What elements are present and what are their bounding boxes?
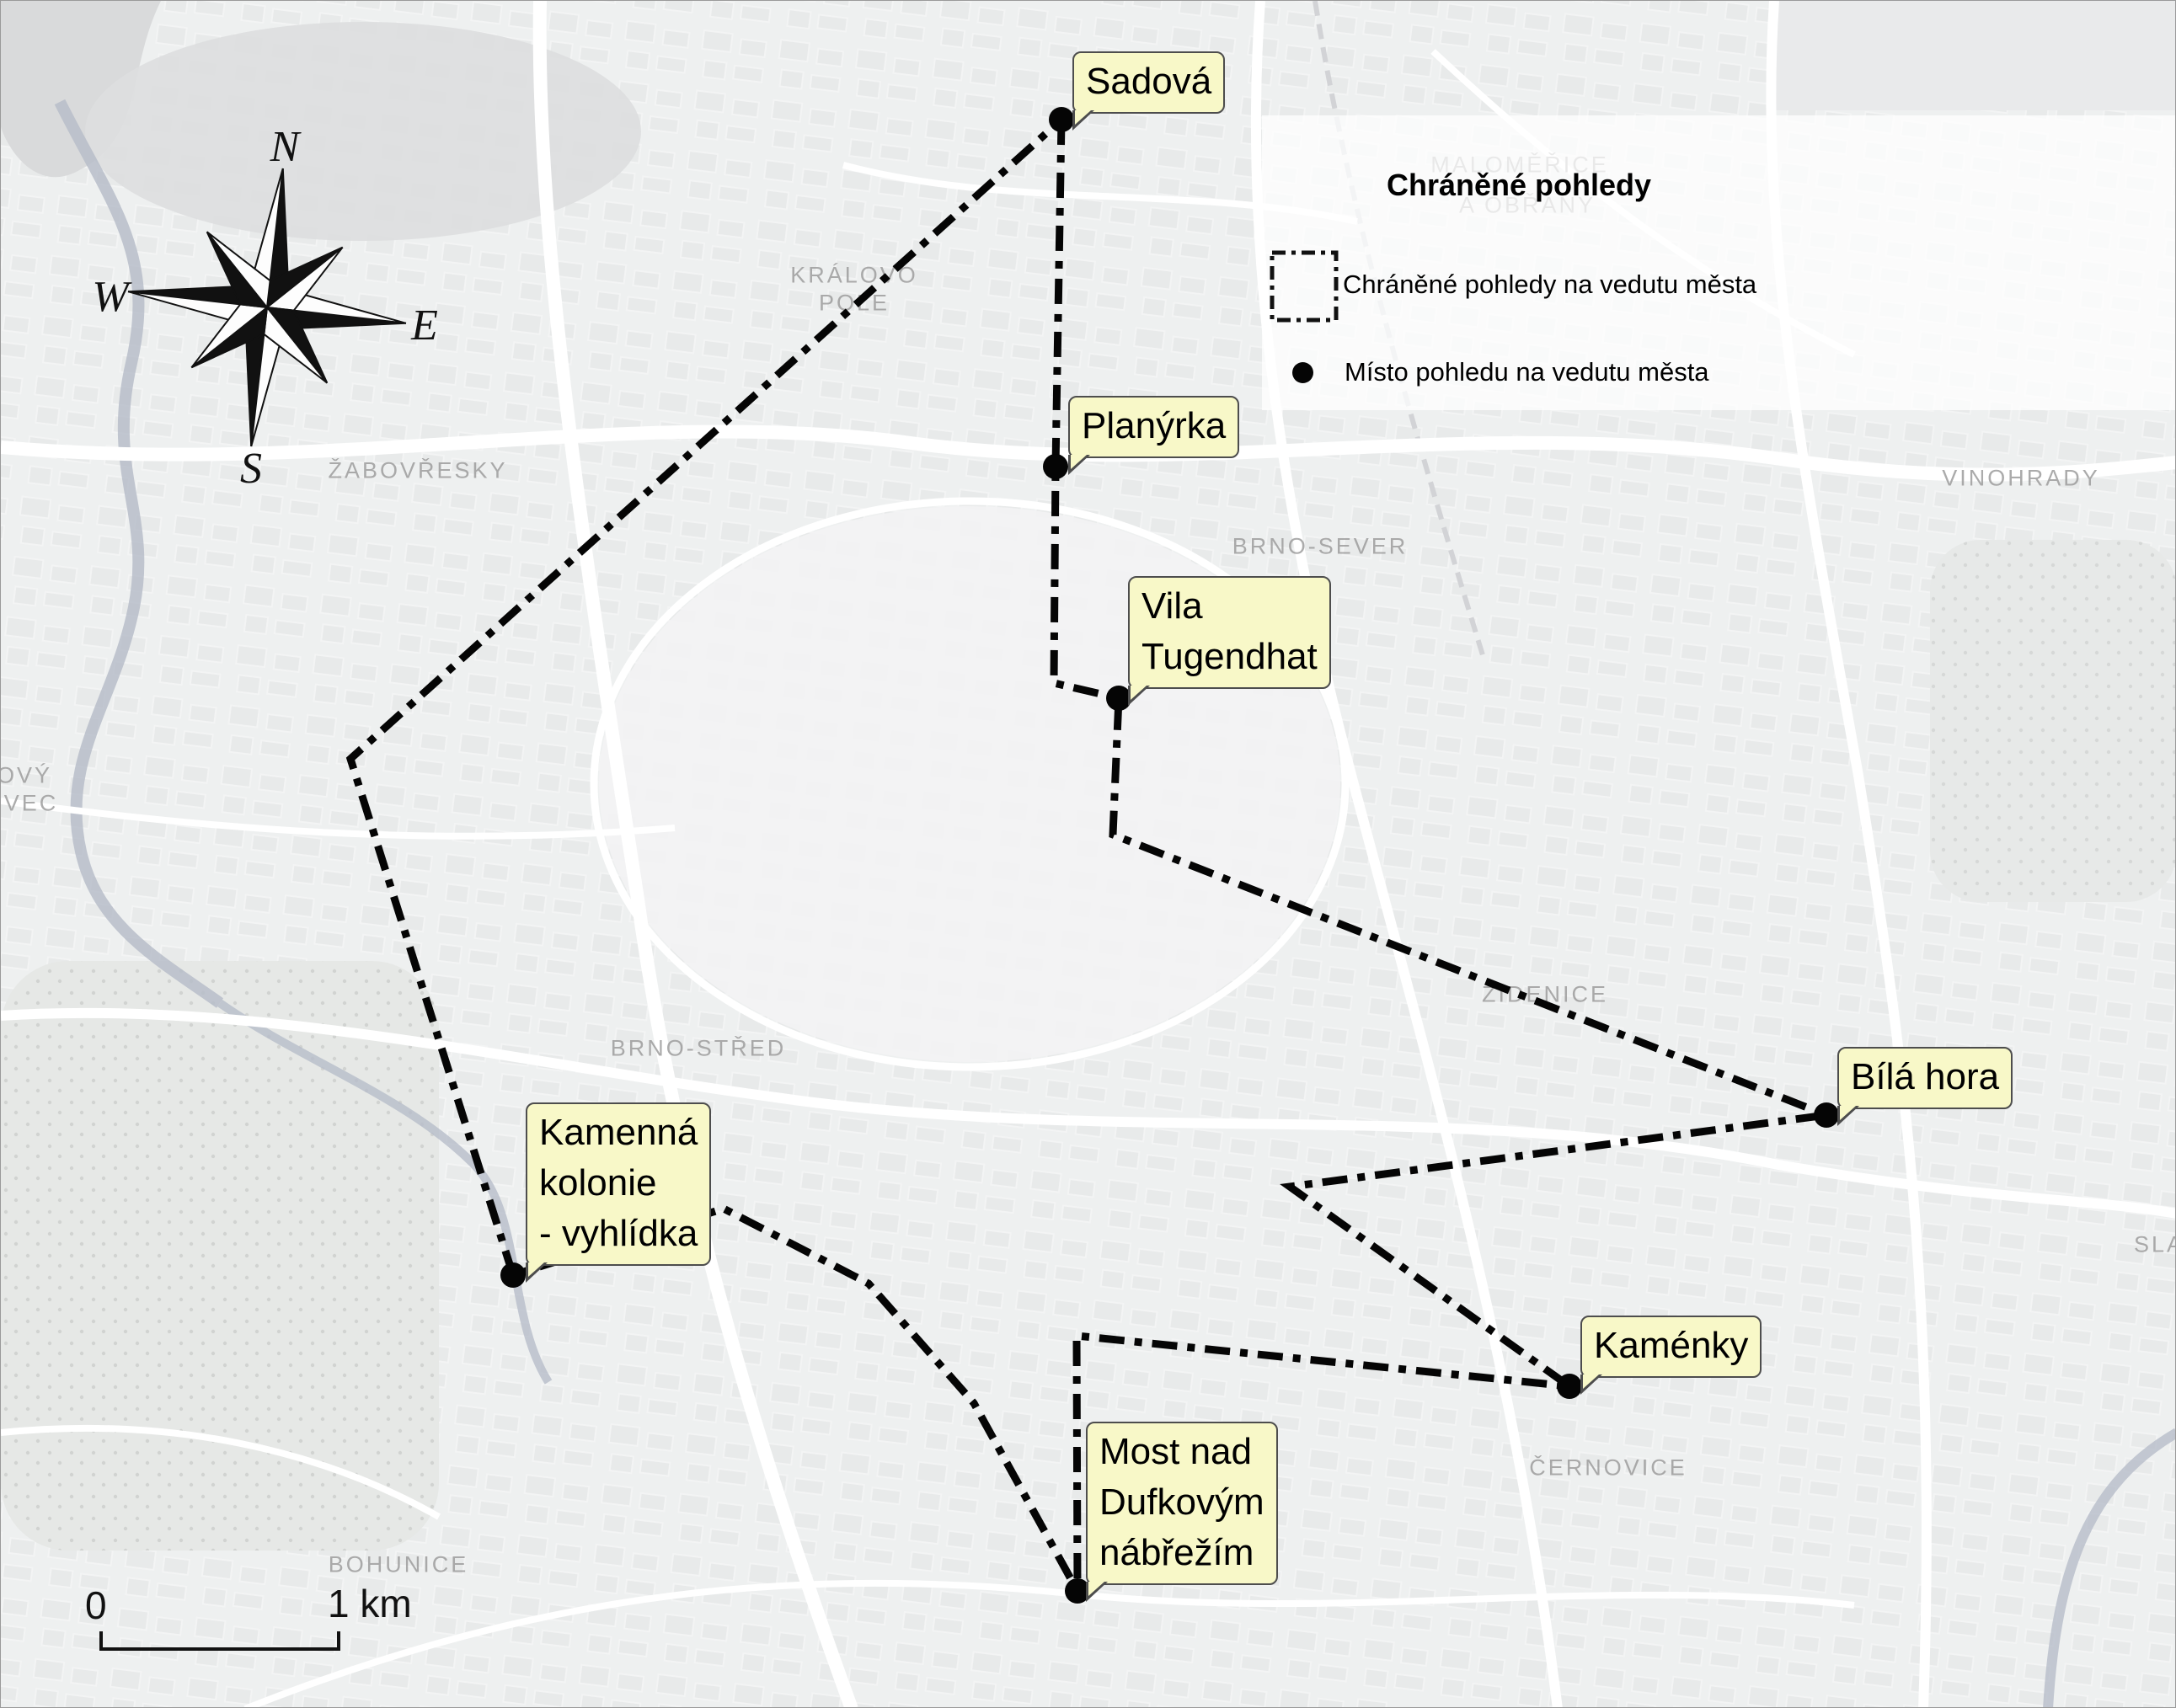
- viewpoint-label-text: Kaménky: [1594, 1325, 1749, 1366]
- district-label: BRNO-SEVER: [1232, 533, 1409, 559]
- district-label: BOHUNICE: [328, 1551, 469, 1577]
- viewpoint-label-kamenky: Kaménky: [1580, 1316, 1762, 1395]
- viewpoint-label-most-nad-dufkovym: Most nad Dufkovým nábřežím: [1086, 1422, 1278, 1602]
- viewpoint-label-text: Most nad: [1099, 1431, 1252, 1472]
- viewpoint-dot-bila-hora: [1814, 1102, 1839, 1128]
- viewpoint-dot-vila-tugendhat: [1106, 686, 1131, 711]
- viewpoint-label-text: Sadová: [1086, 61, 1212, 102]
- district-label: BRNO-STŘED: [610, 1035, 787, 1061]
- viewpoint-label-kamenna-kolonie: Kamenná kolonie - vyhlídka: [526, 1102, 712, 1283]
- district-label: VINOHRADY: [1942, 465, 2100, 491]
- compass-letter-west: W: [92, 273, 132, 321]
- compass-letter-east: E: [410, 302, 438, 350]
- legend-item-viewpoint-label: Místo pohledu na vedutu města: [1345, 357, 1709, 387]
- viewpoint-label-sadova: Sadová: [1072, 51, 1226, 131]
- district-label: ČERNOVICE: [1529, 1454, 1687, 1481]
- viewpoint-dot-kamenky: [1557, 1374, 1582, 1399]
- viewpoint-label-text: kolonie: [539, 1162, 657, 1204]
- scale-start-label: 0: [85, 1583, 107, 1627]
- viewpoint-label-text: - vyhlídka: [539, 1213, 698, 1254]
- compass-rose: N S E W: [92, 123, 438, 493]
- viewpoint-label-text: Planýrka: [1082, 405, 1227, 446]
- district-label: OVÝ: [0, 762, 53, 788]
- viewpoint-dot-planyrka: [1043, 454, 1068, 479]
- viewpoint-dot-icon: [1292, 362, 1313, 383]
- viewpoint-label-text: Bílá hora: [1851, 1056, 2000, 1097]
- viewpoint-label-planyrka: Planýrka: [1068, 396, 1240, 475]
- scale-bar: [99, 1631, 340, 1651]
- compass-letter-north: N: [270, 123, 302, 171]
- legend-panel: Chráněné pohledy Chráněné pohledy na ved…: [1262, 115, 2175, 410]
- viewpoint-dot-sadova: [1049, 107, 1074, 132]
- scale-end-label: 1 km: [328, 1582, 412, 1625]
- dash-dot-rectangle-icon: [1270, 250, 1339, 323]
- viewpoint-label-text: Dufkovým: [1099, 1481, 1264, 1523]
- viewpoint-label-text: nábřežím: [1099, 1532, 1254, 1573]
- viewpoint-dot-kamenna-kolonie: [500, 1262, 526, 1288]
- viewpoint-label-text: Vila: [1141, 585, 1203, 627]
- district-label: ŽABOVŘESKY: [328, 457, 508, 483]
- viewpoint-label-vila-tugendhat: Vila Tugendhat: [1128, 576, 1331, 706]
- legend-title: Chráněné pohledy: [1387, 168, 1652, 202]
- compass-letter-south: S: [240, 445, 262, 493]
- district-label: SLA: [2133, 1231, 2175, 1257]
- viewpoint-label-bila-hora: Bílá hora: [1837, 1047, 2013, 1126]
- legend-item-protected-views-label: Chráněné pohledy na vedutu města: [1343, 270, 1757, 299]
- viewpoint-label-text: Tugendhat: [1141, 636, 1318, 677]
- district-label: POLE: [818, 290, 890, 316]
- viewpoint-label-text: Kamenná: [539, 1112, 698, 1153]
- district-label: OVEC: [1, 790, 59, 816]
- protected-views-route-outline: [345, 110, 1842, 1593]
